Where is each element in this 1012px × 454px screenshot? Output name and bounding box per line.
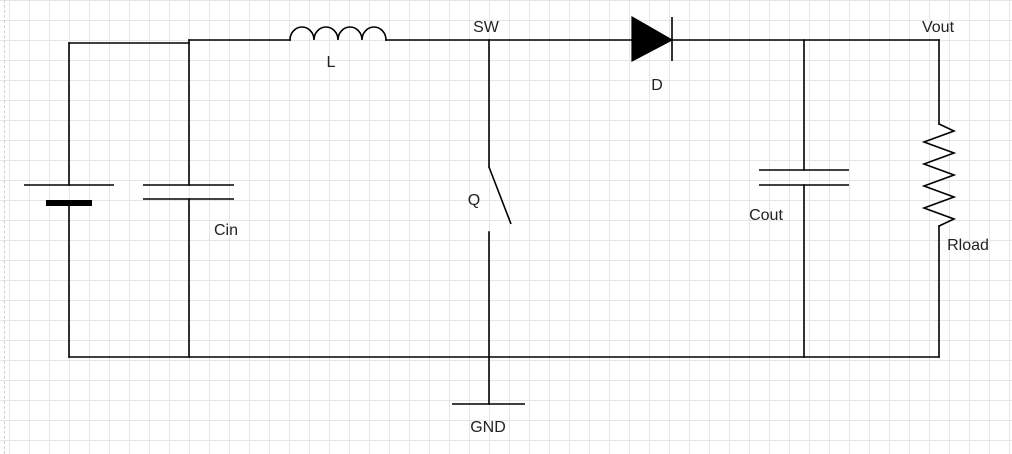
diode-label: D bbox=[651, 77, 663, 94]
diode[interactable] bbox=[631, 15, 674, 62]
ground-label: GND bbox=[470, 419, 506, 436]
vout-label: Vout bbox=[922, 19, 955, 36]
switch-blade bbox=[488, 166, 512, 225]
output-capacitor[interactable] bbox=[759, 39, 849, 358]
load-resistor-label: Rload bbox=[947, 237, 989, 254]
inductor-label: L bbox=[327, 54, 336, 71]
battery-source[interactable] bbox=[24, 42, 114, 358]
output-capacitor-label: Cout bbox=[749, 207, 783, 224]
input-capacitor-label: Cin bbox=[214, 222, 238, 239]
switch[interactable] bbox=[488, 39, 512, 405]
sw-node-label: SW bbox=[473, 19, 500, 36]
load-resistor[interactable] bbox=[921, 39, 957, 358]
page-edge-guide bbox=[4, 0, 5, 454]
switch-label: Q bbox=[468, 192, 480, 209]
inductor[interactable] bbox=[289, 26, 387, 41]
diode-triangle bbox=[631, 15, 674, 62]
rload-zigzag bbox=[921, 122, 957, 228]
input-capacitor[interactable] bbox=[143, 39, 234, 358]
inductor-coil bbox=[289, 26, 387, 41]
